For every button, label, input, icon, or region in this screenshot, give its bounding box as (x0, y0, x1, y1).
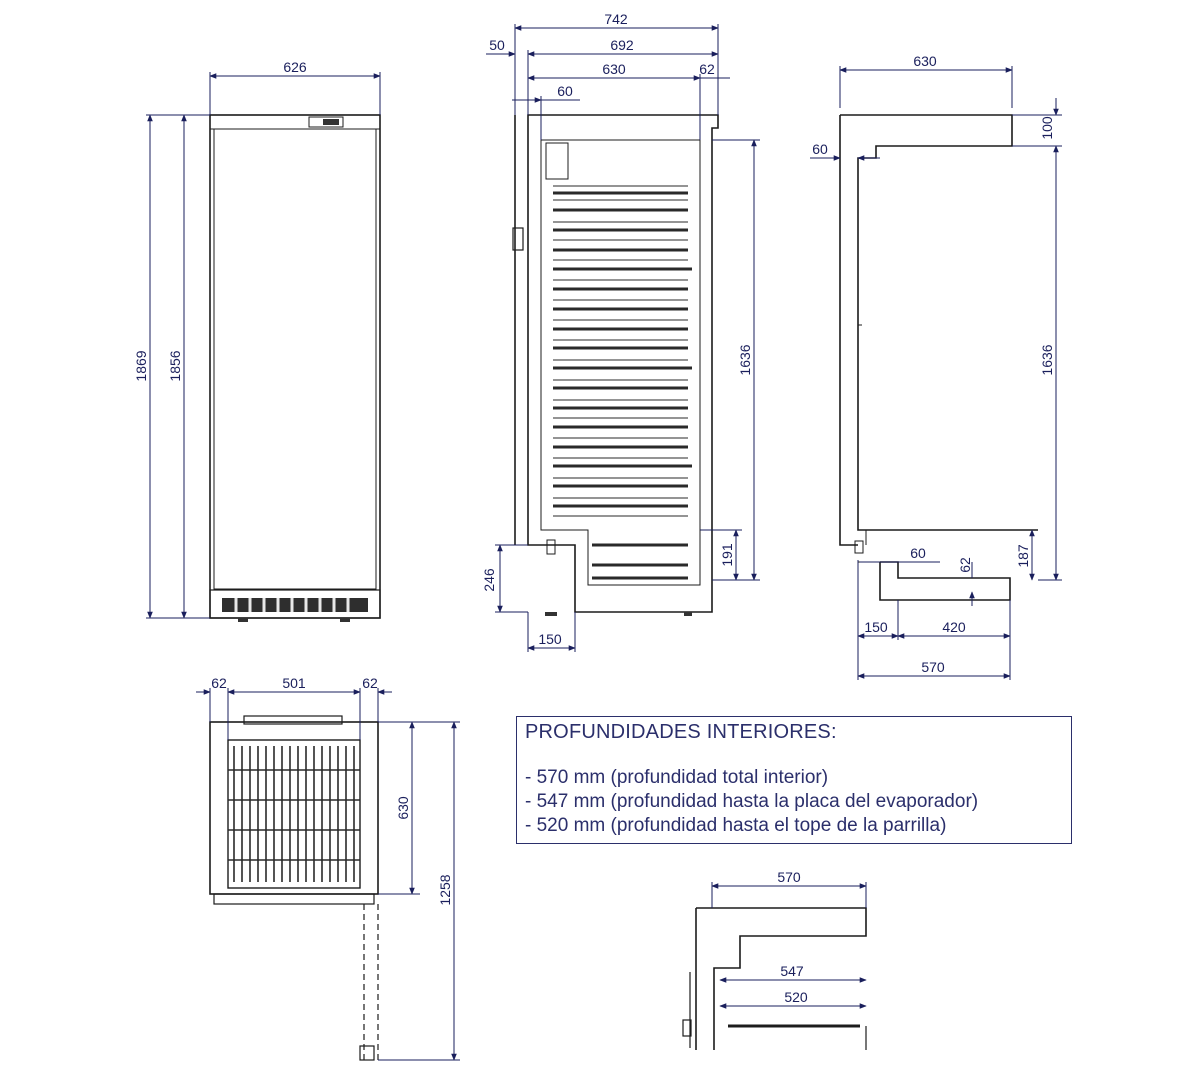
interior-depth-line: - 520 mm (profundidad hasta el tope de l… (525, 815, 947, 836)
cabinet-outline (209, 114, 381, 619)
depth-evaporator-label: 547 (780, 963, 804, 979)
door-handle (512, 227, 524, 251)
depth-total-label: 570 (777, 869, 801, 885)
side-bay-depth-label: 150 (538, 631, 562, 647)
side-depth-total-label: 742 (604, 11, 628, 27)
profile-inner-height-label: 1636 (1039, 344, 1055, 375)
interior-depth-line: - 570 mm (profundidad total interior) (525, 767, 829, 788)
top-outline (209, 721, 379, 895)
side-depth-body-label: 692 (610, 37, 634, 53)
profile-bay-inner-label: 62 (957, 557, 973, 573)
top-view-dimensions (196, 688, 460, 1061)
depth-grid-label: 520 (784, 989, 808, 1005)
front-height-total-label: 1869 (133, 350, 149, 381)
side-section-view (512, 114, 719, 616)
profile-bay-step-label: 60 (910, 545, 926, 561)
evaporator-box (545, 142, 569, 180)
base-grille (209, 589, 381, 619)
liner (540, 139, 701, 586)
profile-top-label: 100 (1039, 116, 1055, 140)
top-view (209, 715, 379, 1061)
profile-floor-depth-label: 420 (942, 619, 966, 635)
top-left-label: 62 (211, 675, 227, 691)
profile-total-depth-label: 570 (921, 659, 945, 675)
side-door-offset-label: 50 (489, 37, 505, 53)
side-depth-inner-label: 630 (602, 61, 626, 77)
profile-bay-height-label: 187 (1015, 544, 1031, 568)
front-height-body-label: 1856 (167, 350, 183, 381)
side-profile-view (839, 114, 1038, 601)
top-width-label: 501 (282, 675, 306, 691)
cabinet-shell (527, 114, 719, 613)
profile-outline (839, 114, 1038, 601)
side-inner-height-label: 1636 (737, 344, 753, 375)
interior-depths-box: PROFUNDIDADES INTERIORES: - 570 mm (prof… (516, 716, 1072, 844)
profile-bay-depth-label: 150 (864, 619, 888, 635)
control-panel (308, 116, 344, 128)
drain-fitting (546, 539, 556, 555)
top-handle (243, 715, 343, 725)
top-depth-label: 630 (395, 796, 411, 820)
side-bottom-basket-label: 191 (719, 543, 735, 567)
profile-depth-label: 630 (913, 53, 937, 69)
front-width-label: 626 (283, 59, 307, 75)
interior-depth-line: - 547 mm (profundidad hasta la placa del… (525, 791, 979, 812)
interior-depths-title: PROFUNDIDADES INTERIORES: (525, 721, 837, 743)
side-door-thickness-label: 62 (699, 61, 715, 77)
side-section-dimensions (486, 24, 760, 652)
front-view (209, 114, 381, 622)
front-dimensions (146, 72, 381, 619)
top-grid-bars (228, 746, 360, 882)
shelves (553, 191, 692, 580)
depth-detail-view (682, 907, 867, 1050)
top-door-open-label: 1258 (437, 874, 453, 905)
top-right-label: 62 (362, 675, 378, 691)
grille-slots (222, 598, 368, 612)
side-bay-height-label: 246 (481, 568, 497, 592)
top-grid (227, 739, 361, 889)
depth-detail-dimensions (711, 882, 867, 1009)
side-profile-dimensions (810, 66, 1062, 680)
side-top-step-label: 60 (557, 83, 573, 99)
door-panel (213, 128, 377, 590)
profile-top-step-label: 60 (812, 141, 828, 157)
